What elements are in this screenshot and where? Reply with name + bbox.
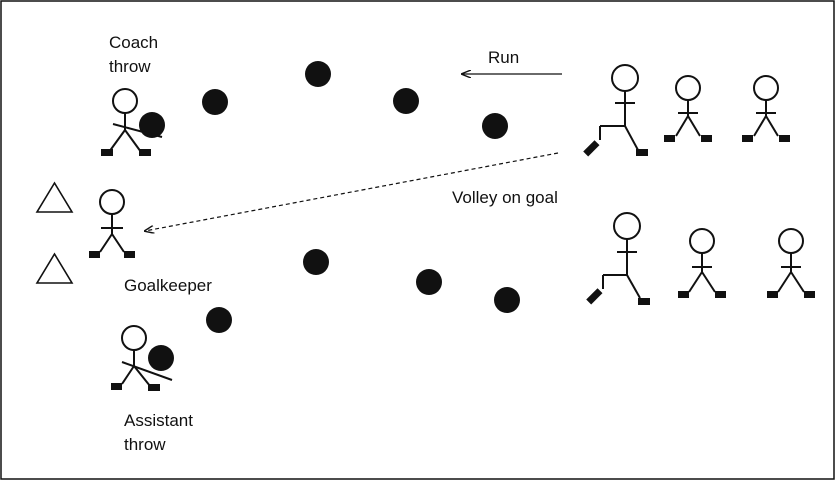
ball-icon <box>303 249 329 275</box>
cone-icon <box>35 181 74 213</box>
player-waiting <box>678 228 726 298</box>
player-waiting <box>767 228 815 298</box>
coach-label-line2: throw <box>109 57 151 76</box>
ball-icon <box>148 345 174 371</box>
goalkeeper-label: Goalkeeper <box>124 276 212 295</box>
ball-icon <box>482 113 508 139</box>
ball-icon <box>393 88 419 114</box>
assistant-label-line1: Assistant <box>124 411 193 430</box>
volley-label: Volley on goal <box>452 188 558 207</box>
assistant-label-line2: throw <box>124 435 166 454</box>
coach-figure <box>101 88 163 156</box>
player-waiting <box>664 75 712 142</box>
player-volley-bottom <box>586 212 650 305</box>
goalkeeper-figure <box>89 189 135 258</box>
assistant-figure <box>111 325 173 391</box>
volley-arrow-icon <box>145 152 559 231</box>
run-label: Run <box>488 48 519 67</box>
ball-icon <box>494 287 520 313</box>
ball-icon <box>139 112 165 138</box>
ball-icon <box>202 89 228 115</box>
coach-label-line1: Coach <box>109 33 158 52</box>
balls <box>139 61 520 371</box>
ball-icon <box>206 307 232 333</box>
player-volley-top <box>583 64 648 157</box>
ball-icon <box>305 61 331 87</box>
ball-icon <box>416 269 442 295</box>
player-waiting <box>742 75 790 142</box>
cone-icon <box>35 252 74 284</box>
